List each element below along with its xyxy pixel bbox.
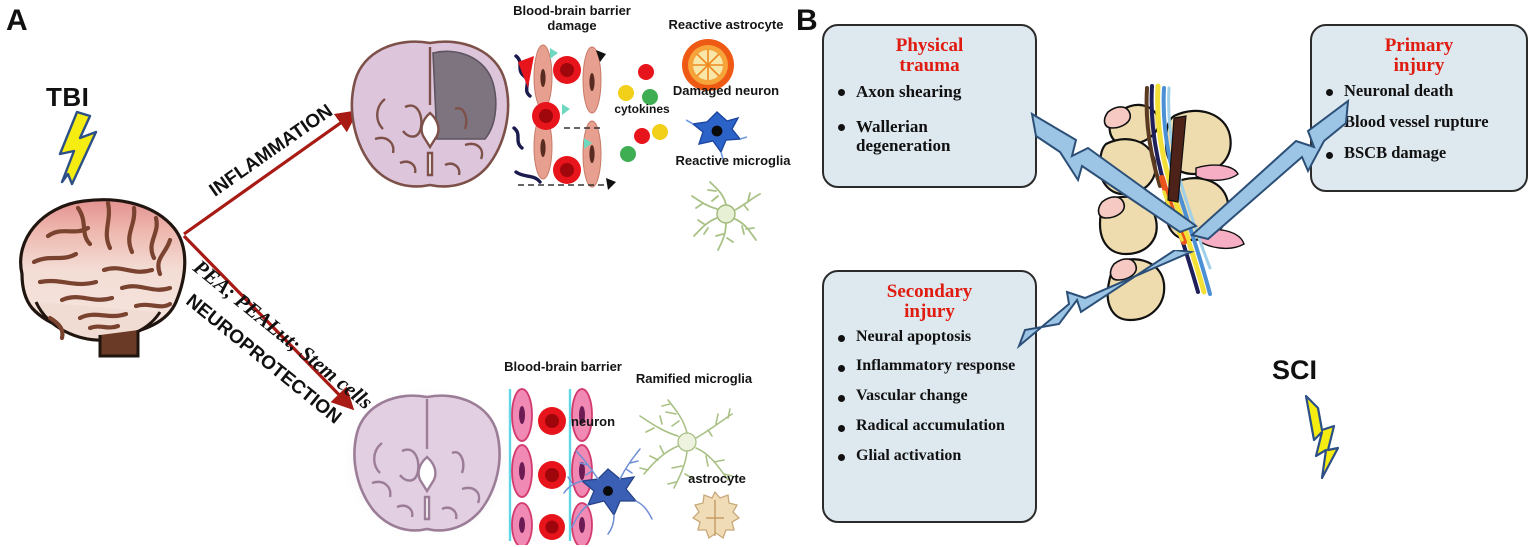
astrocyte-label: astrocyte bbox=[688, 471, 746, 486]
list-item: Wallerian degeneration bbox=[834, 117, 1025, 155]
ramified-microglia-label: Ramified microglia bbox=[635, 371, 753, 386]
box-title-primary-injury: Primary injury bbox=[1384, 35, 1454, 76]
box-primary-injury[interactable]: Primary injury Neuronal death Blood vess… bbox=[1310, 24, 1528, 192]
list-item: Blood vessel rupture bbox=[1322, 112, 1516, 131]
neuroprotection-arrow bbox=[182, 234, 355, 411]
box-title-physical-trauma: Physical trauma bbox=[895, 35, 964, 76]
cytokines-icon bbox=[618, 64, 668, 162]
ramified-microglia-icon bbox=[639, 399, 733, 489]
box-items-physical-trauma: Axon shearing Wallerian degeneration bbox=[834, 82, 1025, 155]
astrocyte-icon bbox=[691, 490, 741, 540]
coronal-brain-lesion-icon bbox=[350, 40, 510, 188]
box-title-secondary-injury: Secondary injury bbox=[886, 281, 973, 322]
panel-label-a: A bbox=[6, 4, 28, 37]
lightning-bolt-icon bbox=[58, 110, 98, 186]
arrow-to-physical-trauma bbox=[1030, 112, 1199, 234]
panel-label-b: B bbox=[796, 4, 818, 37]
box-secondary-injury[interactable]: Secondary injury Neural apoptosis Inflam… bbox=[822, 270, 1037, 523]
reactive-microglia-label: Reactive microglia bbox=[675, 153, 791, 168]
lateral-brain-icon bbox=[19, 198, 187, 358]
arrow-to-primary-injury bbox=[1190, 98, 1350, 241]
neuron-label: neuron bbox=[570, 414, 616, 429]
list-item: Neural apoptosis bbox=[834, 328, 1025, 346]
box-items-secondary-injury: Neural apoptosis Inflammatory response V… bbox=[834, 328, 1025, 466]
damaged-neuron-label: Damaged neuron bbox=[672, 83, 780, 98]
list-item: Radical accumulation bbox=[834, 417, 1025, 435]
reactive-microglia-icon bbox=[691, 181, 761, 251]
reactive-astrocyte-label: Reactive astrocyte bbox=[668, 17, 784, 32]
inflammation-arrow bbox=[183, 110, 359, 236]
lightning-bolt-icon bbox=[1304, 394, 1340, 480]
list-item: Vascular change bbox=[834, 387, 1025, 405]
arrow-to-secondary-injury bbox=[1016, 250, 1195, 350]
damaged-neuron-icon bbox=[686, 111, 748, 160]
sci-label: SCI bbox=[1272, 355, 1318, 385]
box-physical-trauma[interactable]: Physical trauma Axon shearing Wallerian … bbox=[822, 24, 1037, 188]
cytokines-label: cytokines bbox=[614, 102, 670, 116]
bbb-label: Blood-brain barrier bbox=[504, 359, 622, 374]
neuron-icon bbox=[563, 448, 653, 535]
list-item: Neuronal death bbox=[1322, 81, 1516, 100]
bbb-damage-label: Blood-brain barrier damage bbox=[513, 3, 631, 33]
list-item: Glial activation bbox=[834, 447, 1025, 465]
coronal-brain-healthy-icon bbox=[340, 385, 514, 541]
blood-brain-barrier-icon bbox=[508, 388, 593, 545]
list-item: BSCB damage bbox=[1322, 143, 1516, 162]
reactive-astrocyte-icon bbox=[682, 39, 734, 91]
box-items-primary-injury: Neuronal death Blood vessel rupture BSCB… bbox=[1322, 81, 1516, 163]
damaged-blood-brain-barrier-icon bbox=[512, 44, 616, 190]
tbi-label: TBI bbox=[46, 82, 90, 112]
list-item: Axon shearing bbox=[834, 82, 1025, 101]
list-item: Inflammatory response bbox=[834, 357, 1025, 375]
